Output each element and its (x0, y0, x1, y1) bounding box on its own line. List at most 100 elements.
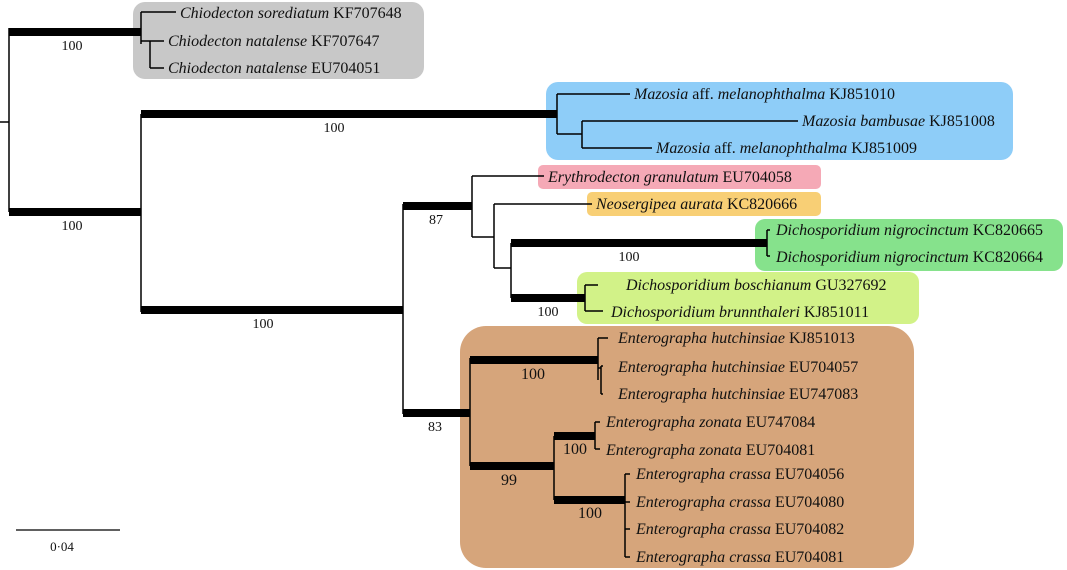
taxon-epithet: crassa (729, 466, 771, 483)
bootstrap-ingroup: 100 (62, 219, 83, 234)
taxon-epithet: aurata (680, 196, 723, 213)
taxon-accession: EU747083 (789, 386, 858, 403)
taxon-genus: Mazosia (801, 113, 856, 130)
taxon-genus: Chiodecton (180, 5, 254, 22)
taxon-accession: EU704051 (311, 60, 380, 77)
taxon-epithet: zonata (698, 414, 742, 431)
taxon-genus: Mazosia (655, 140, 710, 157)
taxon-genus: Dichosporidium (775, 222, 880, 239)
taxon-epithet: nigrocinctum (884, 222, 969, 239)
taxon-epithet: melanophthalma (718, 86, 826, 103)
taxon-epithet: granulatum (644, 169, 719, 186)
taxon-accession: KJ851013 (789, 330, 855, 347)
scale-bar: 0·04 (16, 529, 120, 554)
taxon-genus: Enterographa (605, 442, 695, 459)
taxon-epithet: natalense (246, 60, 307, 77)
taxon-label: Enterographa hutchinsiae EU747083 (617, 386, 858, 403)
taxon-genus: Enterographa (617, 359, 707, 376)
taxon-genus: Enterographa (617, 386, 707, 403)
taxon-genus: Chiodecton (168, 60, 242, 77)
taxon-epithet: hutchinsiae (711, 386, 785, 403)
bootstrap-mazosia: 100 (324, 121, 345, 136)
taxon-accession: EU704081 (746, 442, 815, 459)
bootstrap-hutchinsiae: 100 (521, 366, 545, 383)
bootstrap-core: 100 (253, 317, 274, 332)
taxon-genus: Enterographa (635, 466, 725, 483)
taxon-accession: GU327692 (815, 277, 886, 294)
taxon-accession: EU704058 (723, 169, 792, 186)
taxon-genus: Dichosporidium (775, 249, 880, 266)
taxon-epithet: crassa (729, 494, 771, 511)
taxon-accession: KC820666 (727, 196, 797, 213)
taxon-accession: KF707648 (333, 5, 401, 22)
taxon-label: Enterographa crassa EU704080 (635, 494, 844, 511)
taxon-epithet: melanophthalma (740, 140, 848, 157)
taxon-accession: KJ851009 (851, 140, 917, 157)
taxon-accession: EU704056 (775, 466, 844, 483)
bootstrap-values: 100 100 100 100 87 100 100 83 100 99 100… (62, 39, 640, 522)
taxon-accession: KC820665 (973, 222, 1043, 239)
clade-box-chiodecton (133, 2, 424, 79)
scale-bar-label: 0·04 (50, 539, 74, 554)
clade-box-dichosporidium-other (577, 272, 919, 324)
taxon-label: Erythrodecton granulatum EU704058 (547, 169, 792, 186)
taxon-label: Neosergipea aurata KC820666 (595, 196, 797, 213)
taxon-epithet: brunnthaleri (719, 304, 800, 321)
taxon-label: Mazosia aff. melanophthalma KJ851009 (655, 140, 917, 157)
bootstrap-group99: 99 (501, 472, 517, 489)
taxon-epithet: hutchinsiae (711, 359, 785, 376)
taxon-genus: Enterographa (635, 494, 725, 511)
taxon-genus: Enterographa (635, 549, 725, 566)
taxon-label: Dichosporidium nigrocinctum KC820664 (775, 249, 1043, 266)
taxon-label: Enterographa crassa EU704081 (635, 549, 844, 566)
taxon-epithet: nigrocinctum (884, 249, 969, 266)
taxon-accession: KJ851008 (929, 113, 995, 130)
taxon-label: Enterographa hutchinsiae KJ851013 (617, 330, 855, 347)
clade-box-erythrodecton (538, 165, 821, 189)
taxon-epithet: zonata (698, 442, 742, 459)
clade-box-neosergipea (587, 192, 821, 216)
taxon-label: Enterographa hutchinsiae EU704057 (617, 359, 858, 376)
taxon-accession: EU704057 (789, 359, 858, 376)
taxon-epithet: sorediatum (258, 5, 329, 22)
taxon-label: Mazosia bambusae KJ851008 (801, 113, 995, 130)
taxon-epithet: natalense (246, 33, 307, 50)
taxon-genus: Neosergipea (595, 196, 676, 213)
taxon-epithet: hutchinsiae (711, 330, 785, 347)
taxon-qualifier: aff. (714, 140, 735, 157)
bootstrap-group83: 83 (428, 420, 442, 435)
taxon-epithet: crassa (729, 521, 771, 538)
taxon-label: Chiodecton natalense EU704051 (168, 60, 380, 77)
taxon-label: Chiodecton sorediatum KF707648 (180, 5, 402, 22)
bootstrap-chiodecton: 100 (62, 39, 83, 54)
taxon-label: Enterographa crassa EU704082 (635, 521, 844, 538)
taxon-genus: Enterographa (605, 414, 695, 431)
taxon-genus: Chiodecton (168, 33, 242, 50)
tree-branches (0, 11, 798, 558)
taxon-accession: EU747084 (746, 414, 815, 431)
taxon-accession: EU704082 (775, 521, 844, 538)
clade-box-dichosporidium-nigrocinctum (755, 219, 1063, 271)
bootstrap-dichosporidium-other: 100 (538, 305, 559, 320)
taxon-genus: Dichosporidium (625, 277, 730, 294)
taxon-genus: Mazosia (633, 86, 688, 103)
taxon-accession: KJ851011 (804, 304, 869, 321)
taxon-genus: Enterographa (617, 330, 707, 347)
taxon-label: Dichosporidium boschianum GU327692 (625, 277, 886, 294)
bootstrap-zonata: 100 (563, 441, 587, 458)
taxon-label: Enterographa zonata EU747084 (605, 414, 815, 431)
taxon-accession: KF707647 (311, 33, 379, 50)
taxon-epithet: crassa (729, 549, 771, 566)
taxon-accession: EU704080 (775, 494, 844, 511)
taxon-labels: Chiodecton sorediatum KF707648 Chiodecto… (168, 5, 1043, 566)
taxon-epithet: boschianum (734, 277, 811, 294)
taxon-genus: Dichosporidium (610, 304, 715, 321)
taxon-label: Dichosporidium brunnthaleri KJ851011 (610, 304, 869, 321)
taxon-qualifier: aff. (692, 86, 713, 103)
taxon-epithet: bambusae (860, 113, 925, 130)
bootstrap-crassa: 100 (578, 505, 602, 522)
taxon-label: Enterographa zonata EU704081 (605, 442, 815, 459)
taxon-label: Dichosporidium nigrocinctum KC820665 (775, 222, 1043, 239)
bootstrap-group87: 87 (429, 213, 443, 228)
